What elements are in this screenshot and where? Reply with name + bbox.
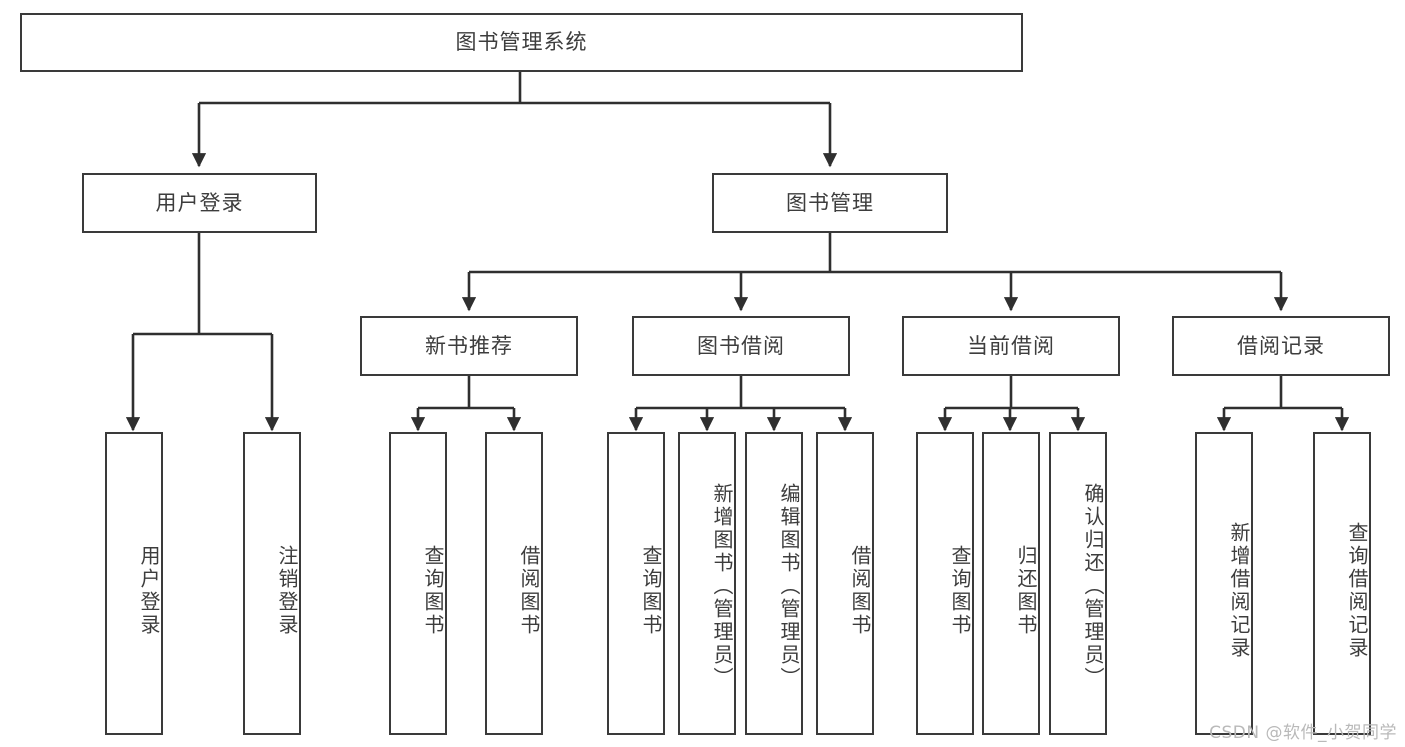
leaf-user-login-login[interactable]: 用户登录 [105, 432, 163, 735]
node-label: 归还图书 [1014, 544, 1038, 637]
node-user-login[interactable]: 用户登录 [82, 173, 317, 233]
node-borrow-records[interactable]: 借阅记录 [1172, 316, 1390, 376]
node-root-system[interactable]: 图书管理系统 [20, 13, 1023, 72]
node-label: 图书借阅 [697, 333, 785, 358]
csdn-watermark: CSDN @软件_小贺同学 [1209, 723, 1397, 743]
node-label: 编辑图书（管理员） [777, 483, 801, 690]
node-new-book-recommend[interactable]: 新书推荐 [360, 316, 578, 376]
node-label: 确认归还（管理员） [1081, 483, 1105, 690]
node-label: 查询图书 [639, 544, 663, 637]
node-label: 借阅图书 [517, 544, 541, 637]
node-label: 借阅记录 [1237, 333, 1325, 358]
leaf-user-login-logout[interactable]: 注销登录 [243, 432, 301, 735]
node-label: 查询图书 [948, 544, 972, 637]
node-label: 借阅图书 [848, 544, 872, 637]
leaf-recommend-query-book[interactable]: 查询图书 [389, 432, 447, 735]
leaf-current-query-book[interactable]: 查询图书 [916, 432, 974, 735]
node-label: 注销登录 [275, 544, 299, 637]
node-label: 图书管理系统 [455, 30, 588, 55]
node-book-management[interactable]: 图书管理 [712, 173, 948, 233]
leaf-borrow-borrow-book[interactable]: 借阅图书 [816, 432, 874, 735]
node-label: 当前借阅 [967, 333, 1055, 358]
node-label: 新增图书（管理员） [710, 483, 734, 690]
leaf-borrow-edit-book[interactable]: 编辑图书（管理员） [745, 432, 803, 735]
leaf-current-return-book[interactable]: 归还图书 [982, 432, 1040, 735]
node-current-borrow[interactable]: 当前借阅 [902, 316, 1120, 376]
node-label: 新增借阅记录 [1227, 521, 1251, 660]
leaf-borrow-add-book[interactable]: 新增图书（管理员） [678, 432, 736, 735]
leaf-records-query-record[interactable]: 查询借阅记录 [1313, 432, 1371, 735]
leaf-recommend-borrow-book[interactable]: 借阅图书 [485, 432, 543, 735]
node-label: 查询借阅记录 [1345, 521, 1369, 660]
leaf-borrow-query-book[interactable]: 查询图书 [607, 432, 665, 735]
leaf-records-add-record[interactable]: 新增借阅记录 [1195, 432, 1253, 735]
node-label: 图书管理 [786, 190, 874, 215]
node-label: 用户登录 [137, 544, 161, 637]
node-label: 新书推荐 [425, 333, 513, 358]
leaf-current-confirm-return[interactable]: 确认归还（管理员） [1049, 432, 1107, 735]
node-label: 用户登录 [155, 190, 244, 215]
node-book-borrow[interactable]: 图书借阅 [632, 316, 850, 376]
node-label: 查询图书 [421, 544, 445, 637]
